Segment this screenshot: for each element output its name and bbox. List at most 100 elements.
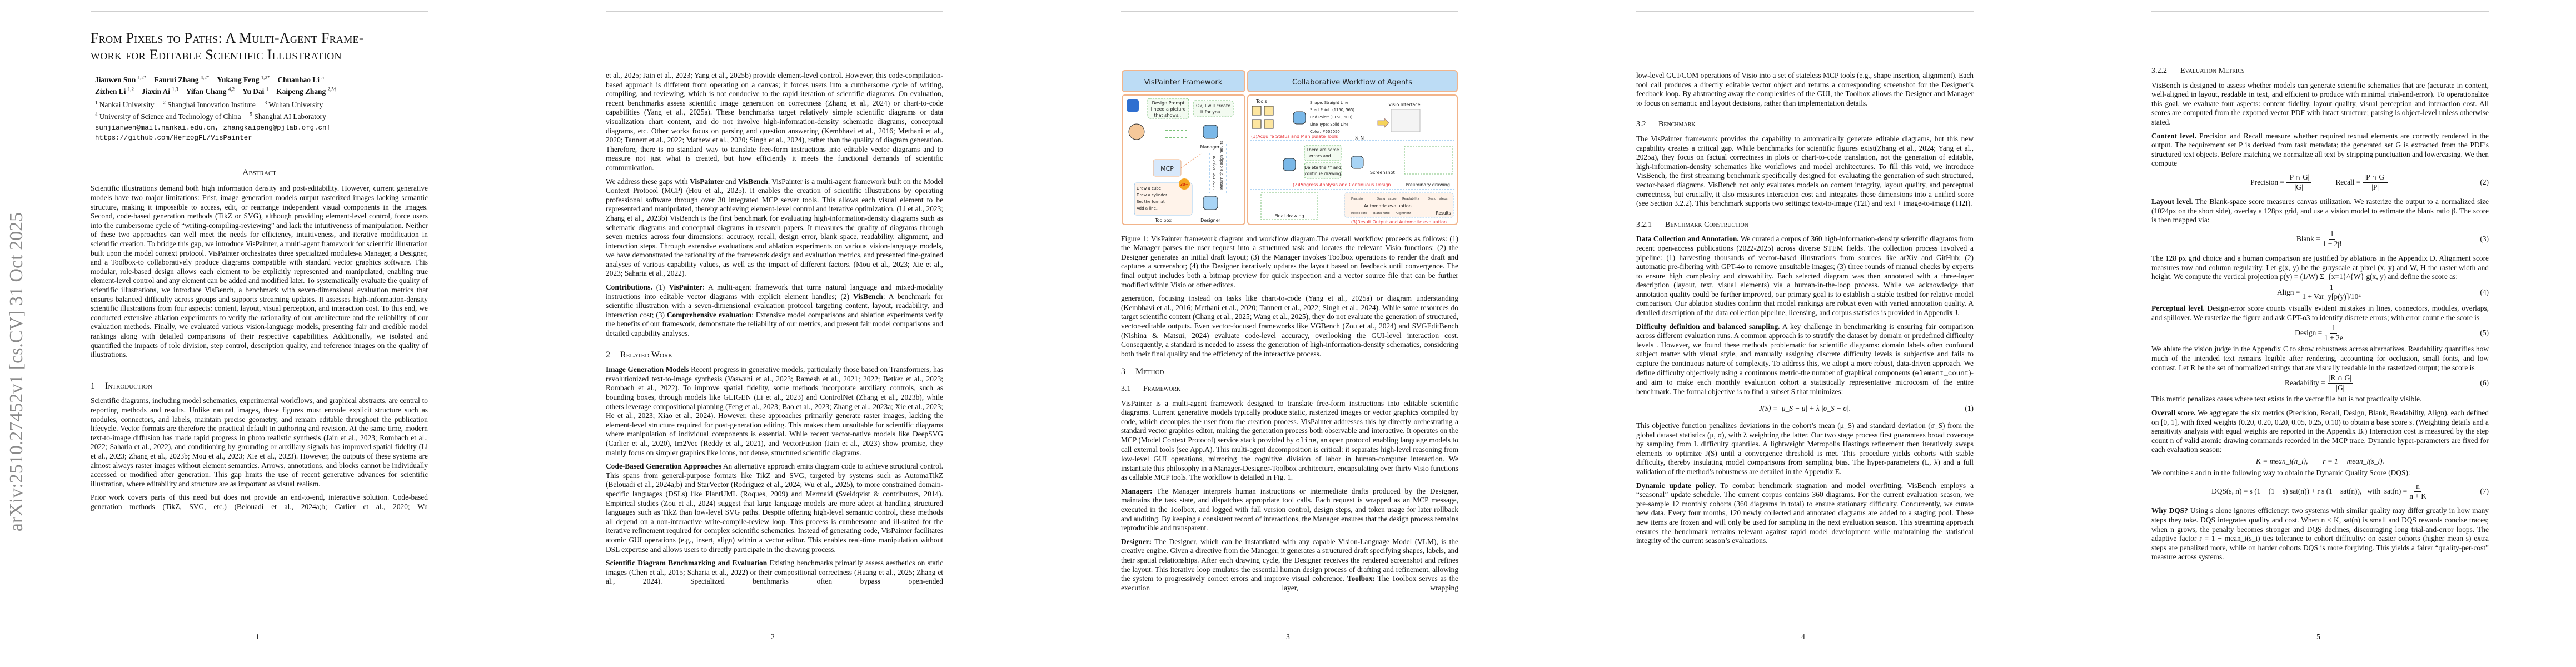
figure-label: Automatic evaluation (1364, 203, 1412, 208)
run-in-heading: Code-Based Generation Approaches (606, 462, 721, 471)
page-4-body: low-level GUI/COM operations of Visio in… (1636, 71, 1974, 550)
paragraph: Difficulty definition and balanced sampl… (1636, 322, 1974, 397)
author: Yukang Feng 1,2* (217, 75, 270, 84)
page-number: 5 (2316, 633, 2320, 641)
author-emails[interactable]: sunjianwen@mail.nankai.edu.cn, zhangkaip… (95, 123, 331, 132)
subsection-title: Framework (1143, 384, 1181, 393)
bubble-text: Delete the ** and (1304, 165, 1341, 170)
shape-spec-line: Line Type: Solid Line (1310, 122, 1348, 127)
text: The Toolbox serves as the execution laye… (1121, 574, 1458, 592)
arrow-label: Return the design results (1219, 141, 1224, 190)
equation-1: J(S) = |μ_S − μ| + λ |σ_S − σ|.(1) (1636, 404, 1974, 414)
paragraph: The VisPainter framework provides the ca… (1636, 134, 1974, 208)
preliminary-drawing-thumbnail (1404, 146, 1453, 175)
subsection-number: 3.1 (1121, 384, 1131, 393)
equation-lhs: DQS(s, n) = s (1 − (1 − s) sat(n)) + r s… (2211, 486, 2408, 495)
speech-bubble (1304, 145, 1342, 161)
equation-lhs: Recall = (2335, 177, 2361, 186)
text: and (723, 177, 739, 186)
speech-bubble (1304, 162, 1342, 179)
affiliation-mark: 3 (264, 99, 267, 106)
dashed-connector (1180, 152, 1203, 168)
page-top-rule (606, 11, 943, 12)
panel-header (1122, 70, 1245, 92)
author-affiliation-mark: 1,2* (137, 75, 147, 81)
author: Jiaxin Ai 1,3 (142, 86, 178, 96)
author-affiliation-mark: 1,2* (261, 75, 270, 81)
subsection-number: 3.2.1 (1636, 220, 1652, 229)
page-2: et al., 2025; Jain et al., 2023; Yang et… (515, 0, 1030, 667)
page-top-rule (2151, 11, 2489, 12)
equation-body: K = mean_i(n_i), r = 1 − mean_i(s_i). (2256, 456, 2384, 465)
subsection-title: Evaluation Metrics (2180, 67, 2245, 75)
agent-label: Designer (1200, 218, 1221, 223)
paragraph: Designer: The Designer, which can be ins… (1121, 537, 1458, 593)
section-title: Method (1135, 367, 1164, 377)
robot-icon (1351, 156, 1364, 169)
tool-icon (1264, 106, 1274, 116)
author-name: Jiaxin Ai (142, 87, 171, 96)
equation-number: (5) (2480, 328, 2489, 337)
manager-robot-icon (1203, 125, 1218, 139)
figure-label: Visio Interface (1388, 102, 1420, 107)
shape-spec-line: Start Point: (1150, 565) (1310, 108, 1354, 112)
tool-icon (1252, 119, 1262, 129)
numerator: n (2414, 482, 2421, 492)
badge-burst-icon (1179, 178, 1190, 190)
toolbox-item: Draw a cylinder (1137, 193, 1167, 197)
denominator: n + K (2409, 491, 2426, 500)
run-in-heading: Contributions. (606, 283, 652, 292)
visio-logo-icon (1127, 99, 1139, 112)
subsection-number: 3.2 (1636, 120, 1646, 129)
equation-number: (3) (2480, 234, 2489, 243)
visio-screenshot-thumbnail (1391, 109, 1421, 132)
author-name: Kaipeng Zhang (276, 87, 326, 96)
author-name: Yifan Chang (186, 87, 227, 96)
text: : Extensive model comparisons and ablati… (606, 310, 943, 338)
speech-bubble (1193, 100, 1234, 117)
equation-number: (7) (2480, 486, 2489, 495)
code-term: element_count (1915, 369, 1969, 377)
run-in-heading: Toolbox: (1347, 574, 1375, 583)
text: . VisPainter is a multi-agent framework … (606, 177, 943, 278)
affiliation-mark: 4 (95, 111, 98, 117)
section-number: 3 (1121, 367, 1125, 377)
github-link[interactable]: https://github.com/HerzogFL/VisPainter (95, 133, 252, 142)
title-line: From Pixels to Paths: A Multi-Agent Fram… (91, 30, 364, 46)
paragraph: generation, focusing instead on tasks li… (1121, 294, 1458, 358)
bold-term: VisBench (853, 292, 883, 301)
panel-title: Collaborative Workflow of Agents (1292, 78, 1412, 87)
run-in-heading: Manager: (1121, 486, 1153, 495)
run-in-heading: Designer: (1121, 537, 1152, 546)
code-term: cline (1296, 436, 1317, 445)
run-in-heading: Overall score. (2151, 409, 2196, 417)
paragraph: Image Generation Models Recent progress … (606, 365, 943, 457)
paragraph: Overall score. We aggregate the six metr… (2151, 409, 2489, 455)
affiliation: 2 Shanghai Innovation Institute (163, 100, 255, 109)
mcp-label: MCP (1160, 165, 1174, 172)
paragraph: The 128 px grid choice and a human compa… (2151, 254, 2489, 281)
arxiv-id: arXiv:2510.27452v1 [cs.CV] 31 Oct 2025 (6, 212, 27, 532)
toolbox-item: Add a line... (1137, 206, 1160, 211)
loop-label: × N (1354, 136, 1364, 141)
page-number: 2 (771, 633, 775, 641)
bubble-text: continue drawing (1304, 171, 1341, 176)
user-avatar-icon (1128, 123, 1145, 140)
numerator: |R ∩ G| (2327, 374, 2353, 384)
bubble-text: errors and.... (1309, 153, 1336, 158)
equation-7: DQS(s, n) = s (1 − (1 − s) sat(n)) + r s… (2151, 482, 2489, 501)
bold-term: Comprehensive evaluation (666, 310, 752, 319)
paragraph: VisPainter is a multi-agent framework de… (1121, 399, 1458, 482)
denominator: 1 + 2e (2324, 333, 2343, 342)
author-name: Chuanhao Li (277, 76, 320, 84)
text: Design-error score counts visually evide… (2151, 304, 2489, 322)
page-number: 4 (1801, 633, 1805, 641)
text: Existing benchmarks primarily assess aes… (606, 559, 944, 586)
